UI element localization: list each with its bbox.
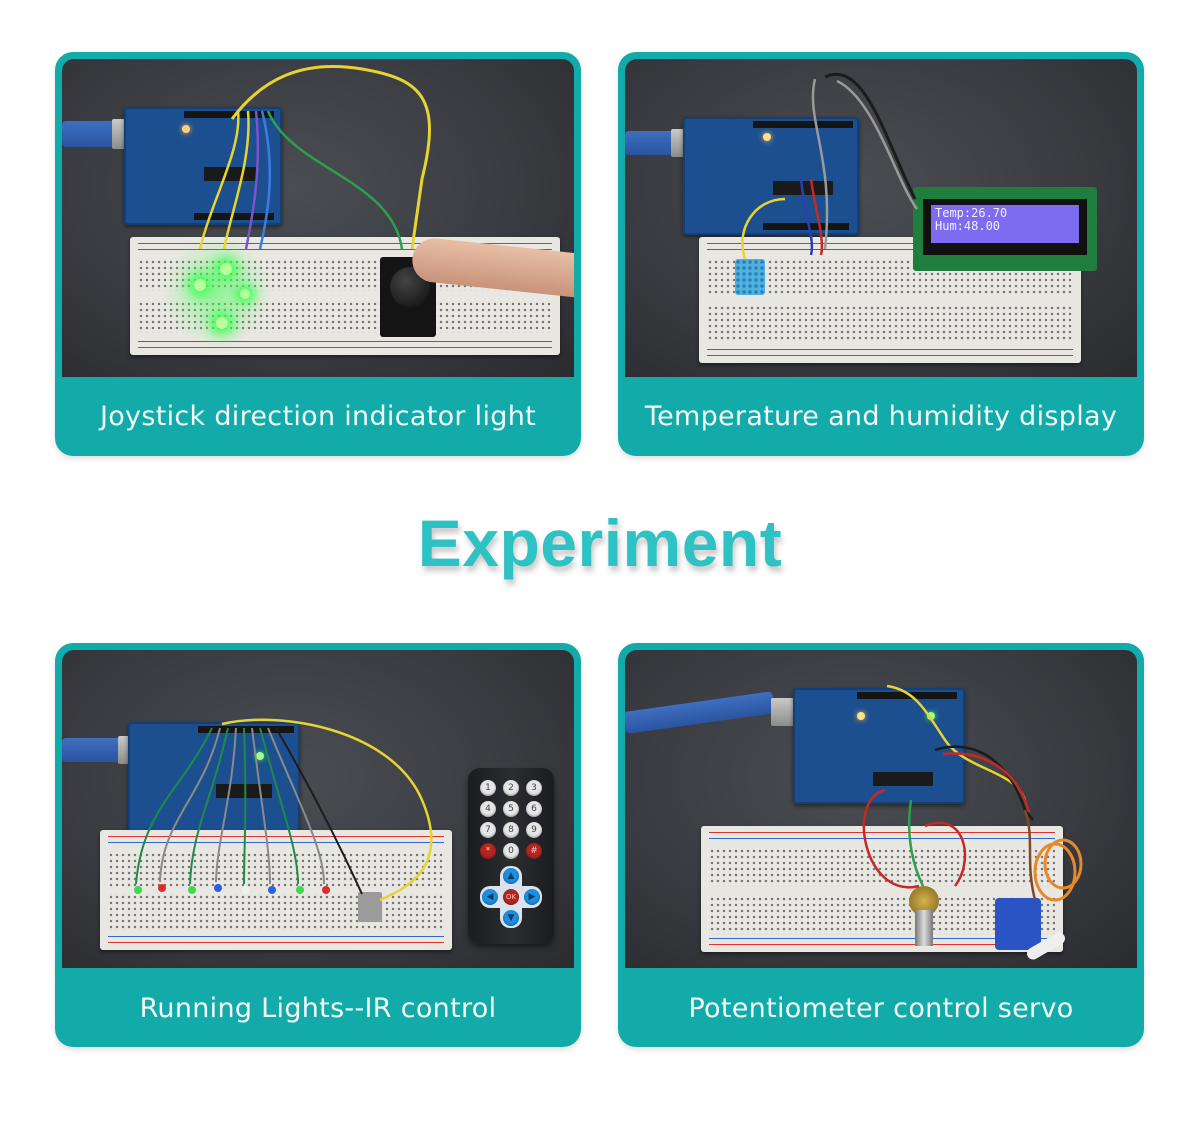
running-lights-experiment-photo: 1 2 3 4 5 6 7 8 9 * 0 # ▲ ◀ OK ▶ ▼ <box>62 650 574 968</box>
jumper-wires <box>862 684 1083 902</box>
experiment-caption: Temperature and humidity display <box>644 401 1118 432</box>
green-led <box>216 317 228 329</box>
remote-button-6: 6 <box>526 801 542 817</box>
lcd-module: Temp:26.70 Hum:48.00 <box>913 187 1097 271</box>
lcd-display: Temp:26.70 Hum:48.00 <box>931 205 1079 243</box>
arduino-board <box>683 117 859 235</box>
blue-led <box>214 884 222 892</box>
blue-led <box>268 886 276 894</box>
servo-motor <box>995 898 1041 950</box>
remote-button-0: 0 <box>503 843 519 859</box>
remote-button-3: 3 <box>526 780 542 796</box>
breadboard <box>699 237 1081 363</box>
remote-button-2: 2 <box>503 780 519 796</box>
green-led <box>296 886 304 894</box>
ir-remote-control: 1 2 3 4 5 6 7 8 9 * 0 # ▲ ◀ OK ▶ ▼ <box>468 768 554 944</box>
temperature-experiment-photo: Temp:26.70 Hum:48.00 <box>625 59 1137 377</box>
remote-button-4: 4 <box>480 801 496 817</box>
green-led <box>220 263 232 275</box>
potentiometer-shaft <box>915 910 933 946</box>
usb-cable <box>62 738 122 762</box>
experiment-card-servo: Potentiometer control servo <box>618 643 1144 1047</box>
experiment-caption: Joystick direction indicator light <box>99 401 537 432</box>
remote-button-1: 1 <box>480 780 496 796</box>
green-led <box>240 289 250 299</box>
remote-left-icon: ◀ <box>482 889 498 905</box>
arduino-board <box>124 107 282 225</box>
red-led <box>322 886 330 894</box>
remote-button-9: 9 <box>526 822 542 838</box>
jumper-wires <box>741 73 919 260</box>
remote-button-hash: # <box>526 843 542 859</box>
section-title: Experiment <box>417 506 783 580</box>
servo-experiment-photo <box>625 650 1137 968</box>
experiment-card-running-lights: 1 2 3 4 5 6 7 8 9 * 0 # ▲ ◀ OK ▶ ▼ Runni… <box>55 643 581 1047</box>
remote-right-icon: ▶ <box>524 889 540 905</box>
lcd-line-1: Temp:26.70 <box>935 206 1008 220</box>
experiment-card-joystick: Joystick direction indicator light <box>55 52 581 456</box>
jumper-wires <box>135 718 433 902</box>
green-led <box>134 886 142 894</box>
usb-cable <box>625 131 675 155</box>
red-led <box>158 884 166 892</box>
usb-plug <box>771 698 797 726</box>
jumper-wires <box>198 64 431 250</box>
usb-cable <box>62 121 118 147</box>
green-led <box>188 886 196 894</box>
ir-receiver <box>358 892 382 922</box>
remote-button-8: 8 <box>503 822 519 838</box>
experiment-card-temperature: Temp:26.70 Hum:48.00 Temperature and hum… <box>618 52 1144 456</box>
joystick-experiment-photo <box>62 59 574 377</box>
remote-button-5: 5 <box>503 801 519 817</box>
arduino-board <box>793 688 965 804</box>
remote-button-star: * <box>480 843 496 859</box>
experiment-caption: Potentiometer control servo <box>688 992 1074 1024</box>
remote-down-icon: ▼ <box>503 910 519 926</box>
remote-button-7: 7 <box>480 822 496 838</box>
remote-up-icon: ▲ <box>503 868 519 884</box>
remote-ok-button: OK <box>503 889 519 905</box>
lcd-line-2: Hum:48.00 <box>935 219 1001 233</box>
led-glow <box>162 237 272 347</box>
green-led <box>194 279 206 291</box>
white-led <box>242 886 250 894</box>
experiment-caption: Running Lights--IR control <box>139 992 497 1024</box>
dht11-sensor <box>735 259 765 295</box>
